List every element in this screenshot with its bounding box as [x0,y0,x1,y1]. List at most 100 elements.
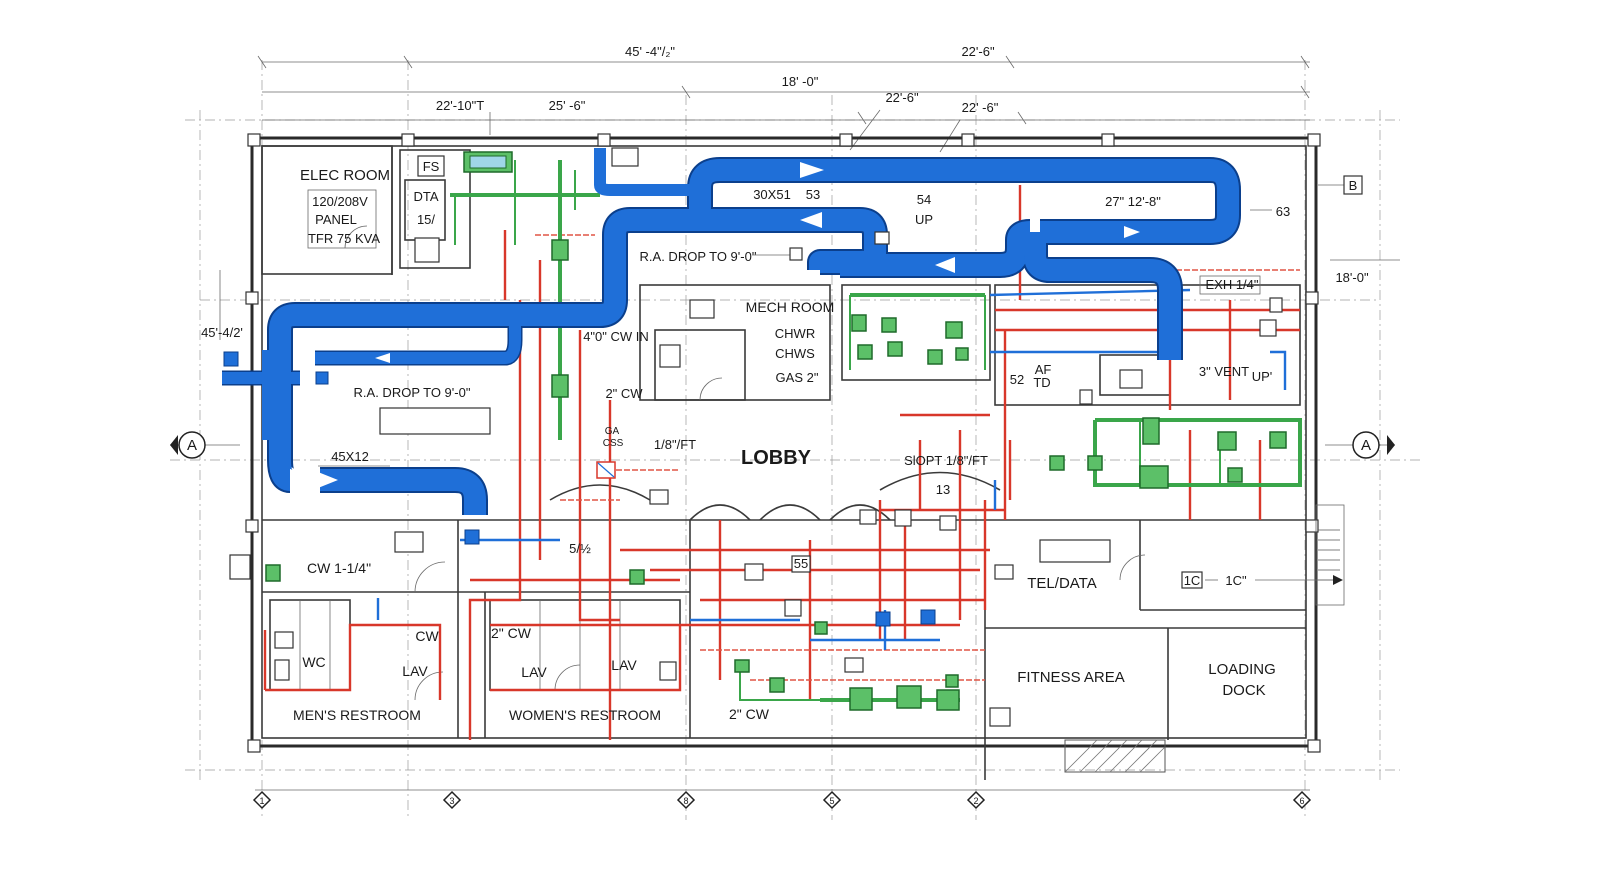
mens-restroom-label: MEN'S RESTROOM [293,707,421,723]
dta-label: DTA [413,189,438,204]
cw-2-upper-note: 2" CW [605,386,643,401]
room-labels: ELEC ROOM 120/208V PANEL TFR 75 KVA FS D… [293,155,1276,723]
svg-text:6: 6 [1299,796,1304,806]
slope-note-1: 1/8"/FT [654,437,696,452]
dim-top-22-6a: 22'-6" [961,44,995,59]
mech-room-label: MECH ROOM [746,299,835,315]
dim-top-22-6b: 22'-6" [885,90,919,105]
grid-bubble: 3 [442,790,462,810]
diffuser [920,609,936,625]
duct-63-note: 63 [1276,204,1290,219]
dim-top-22-10: 22'-10"T [436,98,484,113]
lobby-label: LOBBY [741,447,812,469]
panel-label: PANEL [315,212,357,227]
section-marker-b: B [1318,175,1363,195]
diffuser [315,371,329,385]
duct-27-note: 27" 12'-8" [1105,194,1161,209]
diffuser [464,529,480,545]
section-a-right-label: A [1361,437,1371,454]
mark-52-note: 52 [1010,372,1024,387]
flow-arrow [1124,226,1140,238]
mark-css-note: CSS [603,438,624,449]
wc-label: WC [302,654,325,670]
annotations: R.A. DROP TO 9'-0" R.A. DROP TO 9'-0" 4"… [307,187,1343,722]
grid-bubble: 8 [676,790,696,810]
section-a-left-label: A [187,437,197,454]
duct-4512-note: 45X12 [331,449,369,464]
grid-bubble: 6 [1292,790,1312,810]
cw-114-note: CW 1-1/4" [307,560,371,576]
dim-left-45: 45'-4/2' [201,325,243,340]
up-note-1: UP [915,212,933,227]
flow-arrow [800,162,824,178]
grid-bubbles: 1 3 8 5 2 6 [252,790,1312,810]
mark-ga-note: GA [605,426,620,437]
cw-womens-label: 2" CW [491,625,532,641]
fs-label: FS [423,159,440,174]
flow-arrow [935,257,955,273]
exterior-walls [245,133,1321,753]
duct-54-note: 54 [917,192,931,207]
mark-55-note: 55 [794,556,808,571]
grid-bubble: 1 [252,790,272,810]
diffuser [875,611,891,627]
svg-text:8: 8 [683,796,688,806]
mark-13-note: 13 [936,482,950,497]
dim-top-18: 18' -0" [782,74,819,89]
flow-arrow [375,353,390,363]
af-note: AF [1035,362,1052,377]
loading-label-1: LOADING [1208,661,1276,678]
cw-in-note: 4"0" CW IN [583,329,649,344]
svg-text:1: 1 [259,796,264,806]
lav-label-1: LAV [402,663,428,679]
dimension-strings [219,55,1400,791]
loading-label-2: DOCK [1222,682,1265,699]
up-note-2: UP' [1252,369,1273,384]
fixtures [229,147,1283,727]
svg-text:5: 5 [829,796,834,806]
gas-label: GAS 2" [776,370,819,385]
svg-text:2: 2 [973,796,978,806]
tel-data-label: TEL/DATA [1027,575,1096,592]
duct-53-note: 53 [806,187,820,202]
duct-3051-note: 30X51 [753,187,791,202]
elec-room-label: ELEC ROOM [300,167,390,184]
chwr-label: CHWR [775,326,815,341]
diffuser [223,351,239,367]
section-marker-left: A [170,431,240,459]
transformer-label: TFR 75 KVA [308,231,380,246]
section-b-label: B [1349,178,1358,193]
dimension-texts: 45' -4"/₂" 22'-6" 18' -0" 22'-10"T 25' -… [201,44,1369,340]
panel-voltage-label: 120/208V [312,194,368,209]
lav-label-3: LAV [611,657,637,673]
supply-ductwork [222,148,1241,627]
grid-bubble: 5 [822,790,842,810]
mark-5-12-note: 5/½ [569,541,591,556]
fifteen-label: 15/ [417,212,435,227]
flow-arrow [318,472,338,488]
svg-text:3: 3 [449,796,454,806]
dim-top-45: 45' -4"/₂" [625,44,675,59]
vent-note: 3" VENT [1199,364,1249,379]
chws-label: CHWS [775,346,815,361]
mark-1c-note: 1C [1184,573,1201,588]
mechanical-equipment [265,151,1287,711]
section-marker-right: A [1325,431,1395,459]
fitness-label: FITNESS AREA [1017,669,1125,686]
interior-walls [261,145,1345,780]
ra-drop-lower-note: R.A. DROP TO 9'-0" [354,385,471,400]
womens-restroom-label: WOMEN'S RESTROOM [509,707,661,723]
td-note: TD [1033,375,1050,390]
grid-bubble: 2 [966,790,986,810]
blue-piping [376,150,1287,650]
lav-label-2: LAV [521,664,547,680]
flow-arrow [800,212,822,228]
mark-1c2-note: 1C" [1225,573,1247,588]
dim-right-18: 18'-0" [1335,270,1369,285]
slope-note-2: SlOPT 1/8"/FT [904,453,988,468]
dim-top-22-6c: 22' -6" [962,100,999,115]
exh-note: EXH 1/4" [1205,277,1258,292]
ra-drop-upper-note: R.A. DROP TO 9'-0" [640,249,757,264]
cw-2-lower-note: 2" CW [729,706,770,722]
